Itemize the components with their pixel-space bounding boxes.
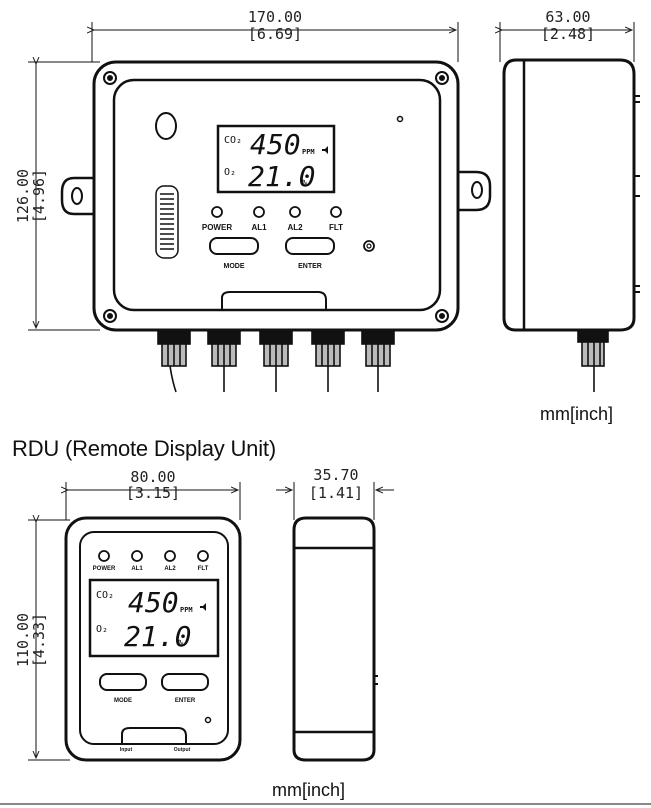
led-label-al1: AL1: [251, 223, 267, 232]
side-housing: [502, 58, 636, 332]
rdu-housing-inner: [79, 531, 229, 745]
rdu-led-label-al2: AL2: [164, 566, 176, 572]
rdu-lcd-value1: 450: [128, 586, 179, 619]
rdu-mode-button[interactable]: [99, 673, 147, 691]
front-width-in: [6.69]: [248, 25, 302, 43]
main-unit-side-view: [500, 22, 640, 392]
rdu-lcd-unit1: PPM: [180, 606, 193, 614]
cable-gland: [207, 331, 241, 392]
rdu-side-view: [276, 482, 394, 762]
cable-glands: [157, 331, 395, 393]
cable-gland: [311, 331, 345, 392]
side-cable-gland: [577, 329, 609, 392]
side-depth-in: [2.48]: [541, 25, 595, 43]
rdu-output-label: Output: [174, 747, 191, 753]
speaker-icon: [322, 146, 328, 154]
housing-inner: [112, 78, 442, 312]
sensor-window: [155, 112, 177, 140]
rdu-side-housing: [292, 516, 376, 762]
mount-ear-right: [458, 170, 492, 212]
enter-button-label: ENTER: [298, 263, 322, 270]
rdu-lcd-gas1-label: CO₂: [96, 590, 114, 601]
lcd-value1: 450: [250, 128, 301, 161]
rdu-lcd-unit2: %: [178, 639, 184, 649]
lcd-unit2: %: [302, 179, 308, 189]
rdu-height-in: [4.33]: [30, 613, 48, 667]
rdu-side-depth-in: [1.41]: [309, 484, 363, 502]
front-height-in: [4.96]: [30, 169, 48, 223]
lcd-unit1: PPM: [302, 148, 315, 156]
rdu-mode-button-label: MODE: [114, 698, 132, 704]
rdu-led-label-power: POWER: [93, 566, 116, 572]
front-width-mm: 170.00: [248, 8, 302, 26]
cable-gland: [259, 331, 293, 392]
rdu-section-title: RDU (Remote Display Unit): [12, 436, 276, 461]
rdu-led-al2: [164, 550, 176, 562]
led-flt: [330, 206, 342, 218]
rdu-height-mm: 110.00: [14, 613, 32, 667]
vent-grille: [155, 185, 179, 259]
rdu-lcd-display: [88, 578, 220, 658]
mode-button-label: MODE: [224, 263, 245, 270]
rdu-lcd-gas2-label: O₂: [96, 624, 108, 635]
indicator-dot: [396, 115, 404, 123]
rdu-width-mm: 80.00: [130, 468, 175, 486]
led-al1: [253, 206, 265, 218]
rdu-led-flt: [197, 550, 209, 562]
lcd-value2: 21.0: [248, 160, 315, 193]
rdu-front-view: [28, 482, 242, 762]
rdu-unit-label: mm[inch]: [272, 780, 346, 800]
side-depth-mm: 63.00: [545, 8, 590, 26]
rdu-led-label-al1: AL1: [131, 566, 143, 572]
rdu-bottom-notch: [121, 727, 187, 744]
rdu-indicator-dot: [204, 716, 212, 724]
corner-screws: [103, 71, 449, 323]
housing-outer: [92, 60, 460, 332]
rdu-led-al1: [131, 550, 143, 562]
rdu-enter-button[interactable]: [161, 673, 209, 691]
adjust-screw: [363, 240, 375, 252]
led-label-power: POWER: [202, 223, 232, 232]
rdu-width-in: [3.15]: [126, 484, 180, 502]
lcd-gas1-label: CO₂: [224, 135, 242, 146]
top-unit-label: mm[inch]: [540, 404, 614, 424]
front-height-mm: 126.00: [14, 169, 32, 223]
rdu-enter-button-label: ENTER: [175, 698, 196, 704]
rdu-input-label: Input: [120, 747, 133, 753]
rdu-led-power: [98, 550, 110, 562]
mount-ear-left: [60, 176, 94, 216]
led-label-al2: AL2: [287, 223, 303, 232]
rdu-speaker-icon: [200, 603, 206, 611]
height-dimension: [28, 62, 100, 331]
lcd-display: [216, 124, 336, 194]
width-dimension: [92, 22, 459, 62]
enter-button[interactable]: [285, 237, 335, 255]
rdu-led-label-flt: FLT: [198, 566, 209, 572]
bottom-notch: [221, 291, 327, 310]
led-label-flt: FLT: [329, 223, 343, 232]
rdu-lcd-value2: 21.0: [124, 620, 191, 653]
cable-gland: [361, 331, 395, 392]
mode-button[interactable]: [209, 237, 259, 255]
led-row: [211, 206, 342, 218]
main-unit-front-view: [28, 22, 492, 393]
rdu-housing-outer: [64, 516, 242, 762]
led-al2: [289, 206, 301, 218]
led-power: [211, 206, 223, 218]
rdu-side-depth-mm: 35.70: [313, 466, 358, 484]
cable-gland: [157, 331, 191, 393]
lcd-gas2-label: O₂: [224, 167, 236, 178]
